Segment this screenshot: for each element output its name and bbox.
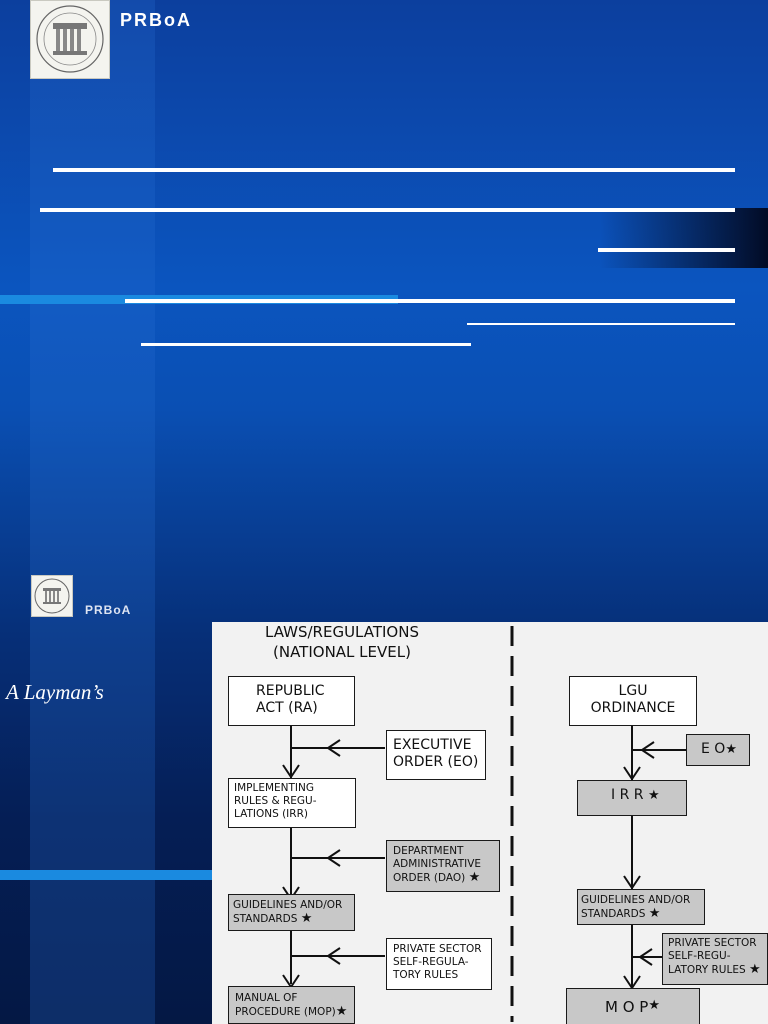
lower-cyan-stripe <box>0 870 212 880</box>
lgu-irr-box: I R R ★ <box>577 780 687 816</box>
executive-order-line1: EXECUTIVE <box>393 737 472 753</box>
brand-name-mid: PRBoA <box>85 603 132 617</box>
prboa-seal-logo-small <box>31 575 73 617</box>
lgu-eo-star-icon: ★ <box>725 742 737 757</box>
irr-line1: IMPLEMENTING <box>234 782 315 794</box>
irr-line2: RULES & REGU- <box>234 795 317 807</box>
dao-box: DEPARTMENT ADMINISTRATIVE ORDER (DAO) ★ <box>386 840 500 892</box>
republic-act-line2: ACT (RA) <box>256 699 318 716</box>
irr-line3: LATIONS (IRR) <box>234 808 308 820</box>
republic-act-box: REPUBLIC ACT (RA) <box>228 676 355 726</box>
lgu-mop-star-icon: ★ <box>648 998 660 1013</box>
lgu-private-star-icon: ★ <box>749 962 761 977</box>
lgu-eo-label: E O <box>701 741 726 757</box>
lgu-line1: LGU <box>618 683 648 699</box>
dark-accent-block <box>600 208 768 268</box>
lgu-guidelines-line1: GUIDELINES AND/OR <box>581 894 691 906</box>
lgu-mop-label: M O P <box>605 998 649 1016</box>
national-title-line2: (NATIONAL LEVEL) <box>273 643 411 661</box>
lgu-irr-star-icon: ★ <box>647 788 660 803</box>
national-level-title: LAWS/REGULATIONS (NATIONAL LEVEL) <box>242 622 442 662</box>
lgu-private-sector-box: PRIVATE SECTOR SELF-REGU- LATORY RULES ★ <box>662 933 768 985</box>
guidelines-star-icon: ★ <box>300 911 313 926</box>
lgu-guidelines-box: GUIDELINES AND/OR STANDARDS ★ <box>577 889 705 925</box>
lgu-private-line1: PRIVATE SECTOR <box>668 937 757 949</box>
republic-act-line1: REPUBLIC <box>256 683 325 699</box>
mop-line1: MANUAL OF <box>235 992 298 1004</box>
brand-name-top: PRBoA <box>120 10 192 30</box>
subtitle-line-1 <box>125 299 735 303</box>
private-sector-box: PRIVATE SECTOR SELF-REGULA- TORY RULES <box>386 938 492 990</box>
lgu-guidelines-line2: STANDARDS <box>581 908 646 920</box>
prboa-seal-logo <box>30 0 110 79</box>
lgu-eo-box: E O★ <box>686 734 750 766</box>
guidelines-line1: GUIDELINES AND/OR <box>233 899 343 911</box>
irr-box: IMPLEMENTING RULES & REGU- LATIONS (IRR) <box>228 778 356 828</box>
guidelines-line2: STANDARDS <box>233 913 298 925</box>
layman-text: A Layman’s <box>6 680 104 704</box>
title-line-1 <box>53 168 735 172</box>
subtitle-line-3 <box>141 343 471 346</box>
private-line3: TORY RULES <box>393 969 459 981</box>
dao-star-icon: ★ <box>468 870 481 885</box>
dao-line3: ORDER (DAO) <box>393 872 466 884</box>
executive-order-line2: ORDER (EO) <box>393 753 479 770</box>
guidelines-box: GUIDELINES AND/OR STANDARDS ★ <box>228 894 355 931</box>
mop-line2: PROCEDURE (MOP) <box>235 1006 336 1018</box>
lgu-irr-label: I R R <box>611 787 644 803</box>
subtitle-line-2 <box>467 323 735 325</box>
lgu-mop-box: M O P★ <box>566 988 700 1024</box>
lgu-line2: ORDINANCE <box>590 699 676 716</box>
dao-line2: ADMINISTRATIVE <box>393 858 482 870</box>
title-line-3 <box>598 248 735 252</box>
title-line-2 <box>40 208 735 212</box>
lgu-private-line3: LATORY RULES <box>668 964 746 976</box>
lgu-private-line2: SELF-REGU- <box>668 950 731 962</box>
mop-star-icon: ★ <box>335 1004 348 1019</box>
mop-box: MANUAL OF PROCEDURE (MOP)★ <box>228 986 355 1024</box>
executive-order-box: EXECUTIVE ORDER (EO) <box>386 730 486 780</box>
national-title-line1: LAWS/REGULATIONS <box>265 623 419 641</box>
regulation-hierarchy-diagram: LAWS/REGULATIONS (NATIONAL LEVEL) REPUBL… <box>212 622 768 1024</box>
private-line1: PRIVATE SECTOR <box>393 943 482 955</box>
dao-line1: DEPARTMENT <box>393 845 464 857</box>
lgu-ordinance-box: LGU ORDINANCE <box>569 676 697 726</box>
private-line2: SELF-REGULA- <box>393 956 469 968</box>
lgu-guidelines-star-icon: ★ <box>648 906 661 921</box>
